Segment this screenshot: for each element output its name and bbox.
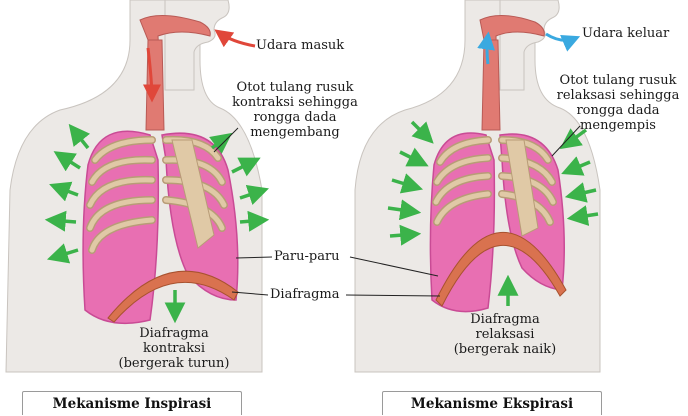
diaphragm-contraction-line-3: (bergerak turun) [104,356,244,371]
inspiration-figure [6,0,272,372]
diaphragm-relaxation-line-2: relaksasi [440,327,570,342]
air-out-label: Udara keluar [582,26,669,41]
expiration-caption: Mekanisme Ekspirasi [382,391,602,415]
rib-muscle-contraction-line-1: Otot tulang rusuk [226,80,364,95]
rib-muscle-contraction-label: Otot tulang rusuk kontraksi sehingga ron… [226,80,364,140]
diaphragm-contraction-line-1: Diafragma [104,326,244,341]
air-out-arrow [487,36,488,64]
air-in-label: Udara masuk [256,38,344,53]
diaphragm-relaxation-label: Diafragma relaksasi (bergerak naik) [440,312,570,357]
rib-muscle-relaxation-label: Otot tulang rusuk relaksasi sehingga ron… [548,73,688,133]
rib-muscle-contraction-line-2: kontraksi sehingga [226,95,364,110]
rib-muscle-relaxation-line-1: Otot tulang rusuk [548,73,688,88]
diaphragm-relaxation-line-1: Diafragma [440,312,570,327]
diaphragm-contraction-line-2: kontraksi [104,341,244,356]
rib-muscle-relaxation-line-4: mengempis [548,118,688,133]
air-in-pointer [218,32,255,46]
rib-muscle-contraction-line-4: mengembang [226,125,364,140]
diaphragm-relaxation-line-3: (bergerak naik) [440,342,570,357]
inspiration-caption: Mekanisme Inspirasi [22,391,242,415]
diaphragm-contraction-label: Diafragma kontraksi (bergerak turun) [104,326,244,371]
rib-muscle-relaxation-line-2: relaksasi sehingga [548,88,688,103]
lungs-label: Paru-paru [274,249,340,264]
diaphragm-label: Diafragma [270,287,340,302]
trachea [482,40,500,130]
rib-muscle-contraction-line-3: rongga dada [226,110,364,125]
air-out-pointer [546,34,576,40]
rib-muscle-relaxation-line-3: rongga dada [548,103,688,118]
